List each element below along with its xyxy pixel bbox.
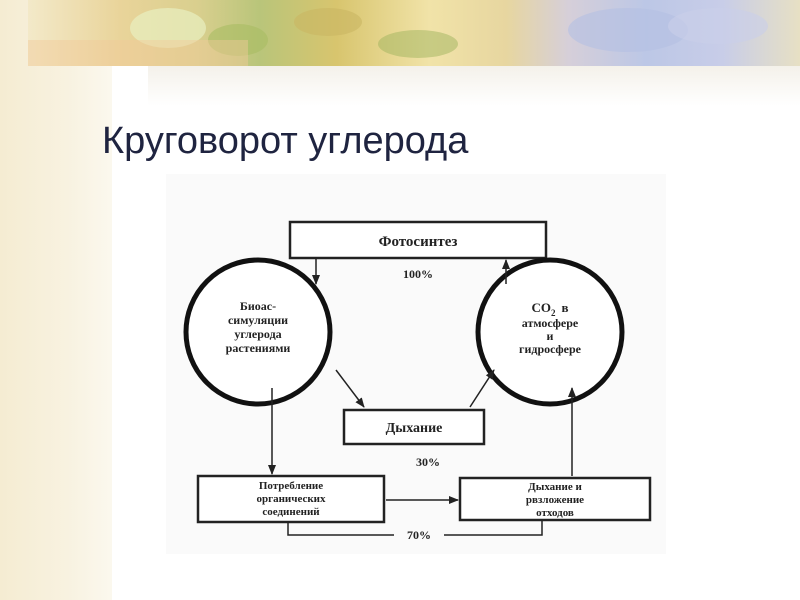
bioassimilation-line-1: Биоас-: [240, 299, 276, 313]
photosynthesis-label: Фотосинтез: [379, 234, 458, 250]
arrow-respiration-to-co2: [470, 370, 494, 407]
decomposition-line-3: отходов: [536, 507, 574, 519]
bracket-70-right: [444, 520, 542, 535]
bioassimilation-line-3: углерода: [234, 327, 281, 341]
co2-line-3: и: [547, 329, 554, 343]
co2-suffix: в: [561, 300, 568, 315]
bracket-70-left: [288, 522, 394, 535]
percent-70-label: 70%: [407, 528, 431, 542]
percent-30-label: 30%: [416, 455, 440, 469]
consumption-line-1: Потребление: [259, 480, 323, 492]
co2-line-2: атмосфере: [522, 316, 579, 330]
leaf-pattern: [28, 0, 800, 66]
decomposition-line-2: рвзложение: [526, 494, 584, 506]
arrow-bioassimilation-to-respiration: [336, 370, 364, 407]
slide-title: Круговорот углерода: [102, 120, 468, 163]
consumption-line-3: соединений: [262, 506, 320, 518]
decorative-header-banner: [28, 0, 800, 66]
percent-100-label: 100%: [403, 267, 433, 281]
diagram-panel: Фотосинтез 100% Биоас- симуляции углерод…: [166, 174, 666, 554]
co2-prefix: CO: [531, 300, 551, 315]
carbon-cycle-diagram: Фотосинтез 100% Биоас- симуляции углерод…: [166, 174, 666, 554]
consumption-line-2: органических: [256, 493, 326, 505]
respiration-label: Дыхание: [386, 421, 443, 436]
co2-line-4: гидросфере: [519, 342, 582, 356]
decomposition-line-1: Дыхание и: [528, 481, 582, 493]
decorative-header-strip: [148, 66, 800, 106]
bioassimilation-line-2: симуляции: [228, 313, 288, 327]
decorative-sidebar: [0, 0, 112, 600]
bioassimilation-line-4: растениями: [226, 341, 291, 355]
